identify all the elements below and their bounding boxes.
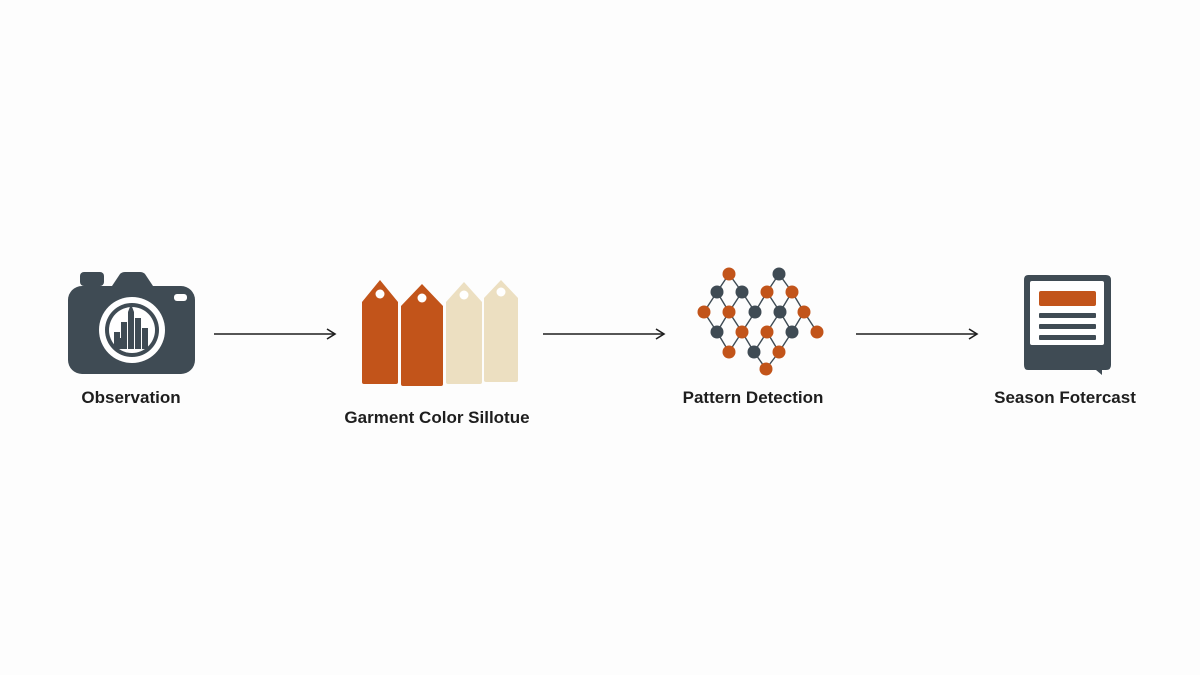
step-label-garment: Garment Color Sillotue <box>344 408 530 427</box>
step-forecast-icon-wrap <box>1024 275 1114 375</box>
tag-3 <box>446 282 482 384</box>
step-label-observation: Observation <box>81 388 181 407</box>
arrow-1 <box>214 328 337 340</box>
tags-icon <box>362 280 518 386</box>
arrow-3 <box>856 328 979 340</box>
report-icon <box>1024 275 1111 375</box>
step-label-pattern: Pattern Detection <box>682 388 824 407</box>
network-icon <box>697 267 824 376</box>
step-garment-icon-wrap <box>360 278 522 388</box>
arrow-2 <box>543 328 666 340</box>
step-observation-icon-wrap <box>68 272 196 374</box>
step-pattern-icon-wrap <box>690 262 830 382</box>
tag-4 <box>484 280 518 382</box>
step-label-forecast: Season Fotercast <box>994 388 1136 407</box>
tag-1 <box>362 280 398 384</box>
tag-2 <box>401 284 443 386</box>
camera-icon <box>68 272 195 374</box>
